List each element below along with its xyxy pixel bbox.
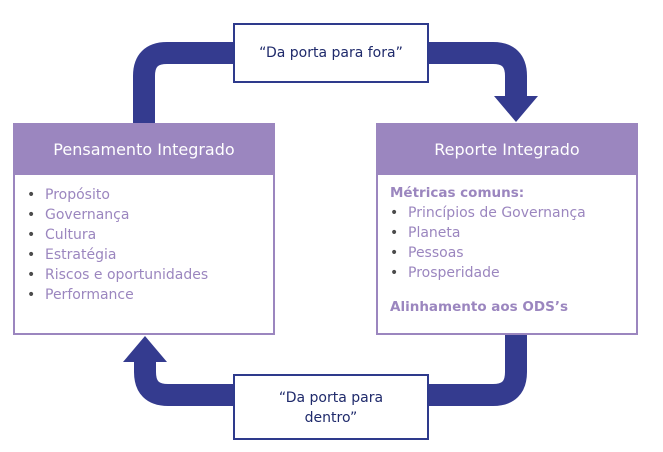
reporte-integrado-panel: Reporte Integrado Métricas comuns: •Prin…	[376, 123, 638, 335]
bullet-icon: •	[390, 225, 399, 241]
left-panel-list: •Propósito •Governança •Cultura •Estraté…	[27, 185, 261, 305]
top-quote-text: “Da porta para fora”	[259, 45, 403, 61]
right-panel-list: •Princípios de Governança •Planeta •Pess…	[390, 203, 624, 283]
bottom-arrowhead-icon	[123, 336, 167, 362]
top-arrowhead-icon	[494, 96, 538, 122]
list-item: •Governança	[27, 207, 130, 223]
bullet-icon: •	[390, 245, 399, 261]
list-item: •Pessoas	[390, 245, 464, 261]
list-item: •Princípios de Governança	[390, 205, 586, 221]
left-panel-body: •Propósito •Governança •Cultura •Estraté…	[15, 175, 273, 315]
bullet-icon: •	[27, 287, 36, 303]
list-item: •Performance	[27, 287, 134, 303]
list-item: •Planeta	[390, 225, 461, 241]
bullet-icon: •	[390, 265, 399, 281]
bullet-icon: •	[27, 187, 36, 203]
bullet-icon: •	[27, 267, 36, 283]
pensamento-integrado-panel: Pensamento Integrado •Propósito •Governa…	[13, 123, 275, 335]
bullet-icon: •	[390, 205, 399, 221]
bullet-icon: •	[27, 247, 36, 263]
metrics-subheading: Métricas comuns:	[390, 185, 525, 201]
left-panel-title: Pensamento Integrado	[15, 125, 273, 175]
bottom-quote-box: “Da porta para dentro”	[233, 374, 429, 440]
bottom-quote-line1: “Da porta para	[278, 390, 384, 406]
right-panel-body: Métricas comuns: •Princípios de Governan…	[378, 175, 636, 327]
bottom-quote-line2: dentro”	[304, 410, 358, 426]
list-item: •Riscos e oportunidades	[27, 267, 209, 283]
ods-alignment-text: Alinhamento aos ODS’s	[390, 299, 568, 315]
list-item: •Prosperidade	[390, 265, 500, 281]
bullet-icon: •	[27, 227, 36, 243]
list-item: •Cultura	[27, 227, 97, 243]
bullet-icon: •	[27, 207, 36, 223]
list-item: •Estratégia	[27, 247, 117, 263]
list-item: •Propósito	[27, 187, 110, 203]
top-quote-box: “Da porta para fora”	[233, 23, 429, 83]
right-panel-title: Reporte Integrado	[378, 125, 636, 175]
